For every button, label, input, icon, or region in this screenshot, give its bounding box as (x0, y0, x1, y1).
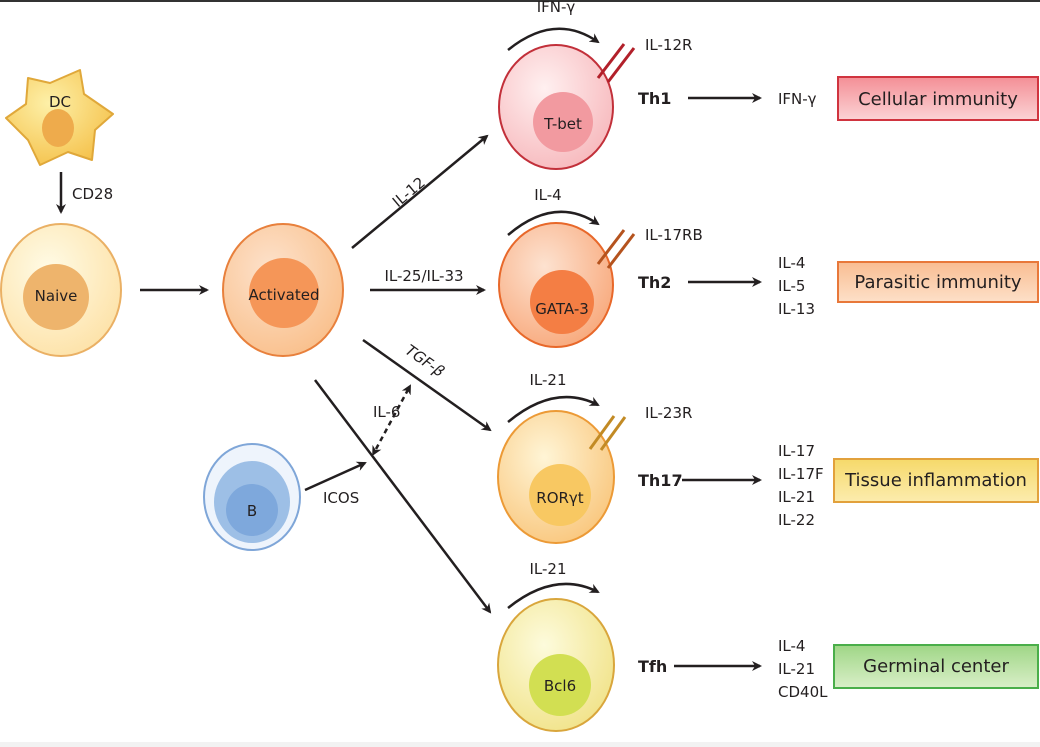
b-label: B (247, 502, 257, 520)
icos-arrow (304, 461, 367, 492)
tfh-function: Germinal center (863, 656, 1009, 677)
th1-autocrine-label: IFN-γ (537, 0, 576, 16)
th2-autocrine-arrow (507, 210, 600, 236)
naive-nucleus (23, 264, 89, 330)
tfh-cytokine: IL-21 (778, 660, 815, 678)
tfh-cell: IL-21 Bcl6 (497, 560, 615, 732)
th1-cell: IFN-γ T-bet IL-12R (498, 0, 692, 170)
il6-arrow (372, 384, 412, 457)
th17-cytokine: IL-17 (778, 442, 815, 460)
tfh-function-box (833, 644, 1039, 689)
th1-receptor-label: IL-12R (645, 36, 692, 54)
il12-label: IL-12 (389, 173, 429, 211)
il23r-receptor (588, 415, 616, 450)
th17-function-box (833, 458, 1039, 503)
th2-tf-label: GATA-3 (535, 300, 589, 318)
th17-cytokine: IL-21 (778, 488, 815, 506)
th17-cytokine: IL-22 (778, 511, 815, 529)
th1-nucleus (533, 92, 593, 152)
tfh-autocrine-label: IL-21 (529, 560, 566, 578)
activated-cell: Activated (222, 223, 344, 357)
th1-autocrine-arrow (507, 27, 600, 51)
th17-nucleus (529, 464, 591, 526)
tgfb-label: TGF-β (402, 341, 448, 381)
dc-nucleus (42, 109, 74, 147)
th2-cell: IL-4 GATA-3 IL-17RB (498, 186, 703, 348)
dendritic-cell: DC (5, 69, 114, 166)
th2-cytokine: IL-13 (778, 300, 815, 318)
th17-tf-label: RORγt (536, 489, 584, 507)
th2-cytokine: IL-5 (778, 277, 805, 295)
tfh-arrow (314, 379, 492, 614)
tfh-autocrine-arrow (507, 582, 600, 609)
activated-nucleus (249, 258, 319, 328)
tfh-tf-label: Bcl6 (544, 677, 576, 695)
th1-function-box (837, 76, 1039, 121)
b-nucleus (226, 484, 278, 536)
th1-cytokine: IFN-γ (778, 90, 817, 108)
th2-function: Parasitic immunity (854, 272, 1022, 293)
naive-cell: Naive (0, 223, 122, 357)
th2-label: Th2 (638, 273, 671, 292)
tfh-label: Tfh (638, 657, 667, 676)
bottom-strip (0, 742, 1040, 747)
icos-label: ICOS (323, 489, 359, 507)
th2-autocrine-label: IL-4 (534, 186, 561, 204)
th1-tf-label: T-bet (543, 115, 582, 133)
cd28-label: CD28 (72, 185, 113, 203)
th17-cytokine: IL-17F (778, 465, 824, 483)
il6-label: IL-6 (373, 403, 400, 421)
th17-receptor-label: IL-23R (645, 404, 692, 422)
il25-il33-label: IL-25/IL-33 (384, 267, 463, 285)
activated-label: Activated (249, 286, 320, 304)
il12-arrow (351, 134, 489, 249)
naive-label: Naive (35, 287, 78, 305)
th1-label: Th1 (638, 89, 671, 108)
th2-function-box (837, 261, 1039, 303)
th17-cell: IL-21 RORγt IL-23R (497, 371, 692, 544)
b-cell: B (203, 443, 301, 551)
th2-receptor-label: IL-17RB (645, 226, 703, 244)
tfh-cytokine: IL-4 (778, 637, 805, 655)
th17-autocrine-arrow (507, 395, 600, 423)
tgfb-arrow (362, 338, 492, 432)
th1-function: Cellular immunity (858, 89, 1018, 110)
th2-cytokine: IL-4 (778, 254, 805, 272)
th17-function: Tissue inflammation (844, 470, 1027, 491)
tfh-cytokine: CD40L (778, 683, 828, 701)
tfh-nucleus (529, 654, 591, 716)
th2-nucleus (530, 270, 594, 334)
il17rb-receptor (596, 229, 626, 265)
th17-autocrine-label: IL-21 (529, 371, 566, 389)
dc-label: DC (49, 93, 71, 111)
th17-label: Th17 (638, 471, 683, 490)
il12r-receptor (596, 43, 626, 79)
